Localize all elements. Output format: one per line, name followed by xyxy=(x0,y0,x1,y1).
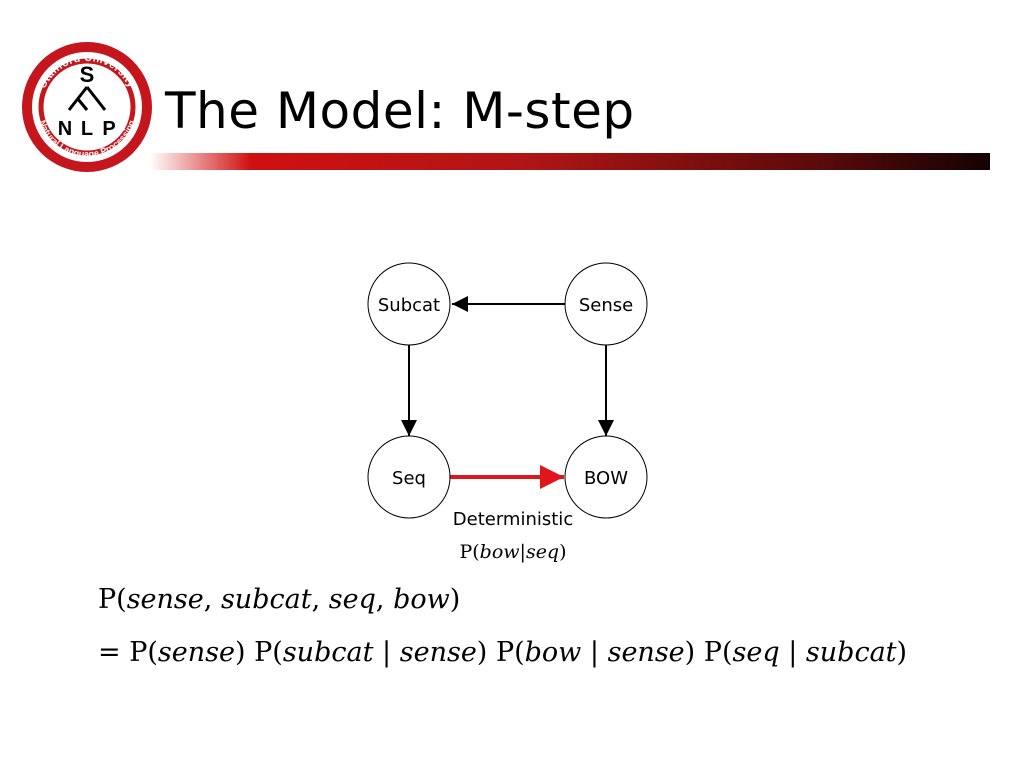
eq2-t3-sense: sense xyxy=(607,637,685,668)
eq1-comma: , xyxy=(203,584,213,615)
joint-probability-equation: P(sense, subcat, seq, bow) xyxy=(98,584,460,615)
node-bow-label: BOW xyxy=(584,468,628,489)
logo-leaf-n: N xyxy=(58,118,72,140)
eq1-seq: seq xyxy=(328,584,376,615)
stanford-nlp-logo: Stanford University Natural Language Pro… xyxy=(22,42,152,172)
slide-title: The Model: M-step xyxy=(165,82,635,140)
deterministic-label: Deterministic xyxy=(452,509,574,530)
eq2-t3-bar: | xyxy=(589,637,599,668)
logo-leaf-l: L xyxy=(81,118,93,140)
det-bar: | xyxy=(519,541,526,563)
logo-tree-root: S xyxy=(80,62,95,87)
eq1-close: ) xyxy=(449,584,461,615)
eq2-t2-p: P( xyxy=(254,637,283,668)
det-bow: bow xyxy=(479,541,520,563)
eq2-t3-p: P( xyxy=(495,637,525,668)
node-bow: BOW xyxy=(564,435,648,519)
eq2-t4-close: ) xyxy=(896,637,908,668)
eq2-t3-bow: bow xyxy=(524,637,582,668)
logo-tree-icon xyxy=(67,86,107,111)
eq2-t1-sense: sense xyxy=(157,637,235,668)
factorized-probability-equation: = P(sense) P(subcat | sense) P(bow | sen… xyxy=(98,637,907,668)
eq2-t2-close: ) xyxy=(476,637,488,668)
eq1-comma: , xyxy=(311,584,321,615)
eq2-t1-close: ) xyxy=(234,637,246,668)
eq2-equals: = xyxy=(98,637,121,668)
deterministic-probability: P(bow|seq) xyxy=(413,541,613,563)
node-subcat: Subcat xyxy=(367,262,451,346)
det-close: ) xyxy=(559,541,567,563)
eq1-sense: sense xyxy=(126,584,204,615)
eq2-t2-subcat: subcat xyxy=(282,637,374,668)
eq2-t2-bar: | xyxy=(382,637,392,668)
logo-leaf-p: P xyxy=(102,118,115,140)
eq2-t4-seq: seq xyxy=(732,637,780,668)
eq1-comma: , xyxy=(375,584,385,615)
eq2-t3-close: ) xyxy=(684,637,696,668)
node-seq-label: Seq xyxy=(392,468,426,489)
eq2-t1-p: P( xyxy=(129,637,158,668)
node-seq: Seq xyxy=(367,435,451,519)
det-seq: seq xyxy=(525,541,560,563)
node-sense-label: Sense xyxy=(579,295,633,316)
eq1-bow: bow xyxy=(393,584,450,615)
eq2-t2-sense: sense xyxy=(399,637,477,668)
node-sense: Sense xyxy=(564,262,648,346)
eq2-t4-bar: | xyxy=(788,637,798,668)
det-p: P( xyxy=(459,541,480,563)
node-subcat-label: Subcat xyxy=(378,295,440,316)
eq2-t4-p: P( xyxy=(703,637,733,668)
eq1-subcat: subcat xyxy=(220,584,312,615)
eq1-p: P( xyxy=(98,584,127,615)
eq2-t4-subcat: subcat xyxy=(805,637,897,668)
title-underline-bar xyxy=(150,153,990,170)
